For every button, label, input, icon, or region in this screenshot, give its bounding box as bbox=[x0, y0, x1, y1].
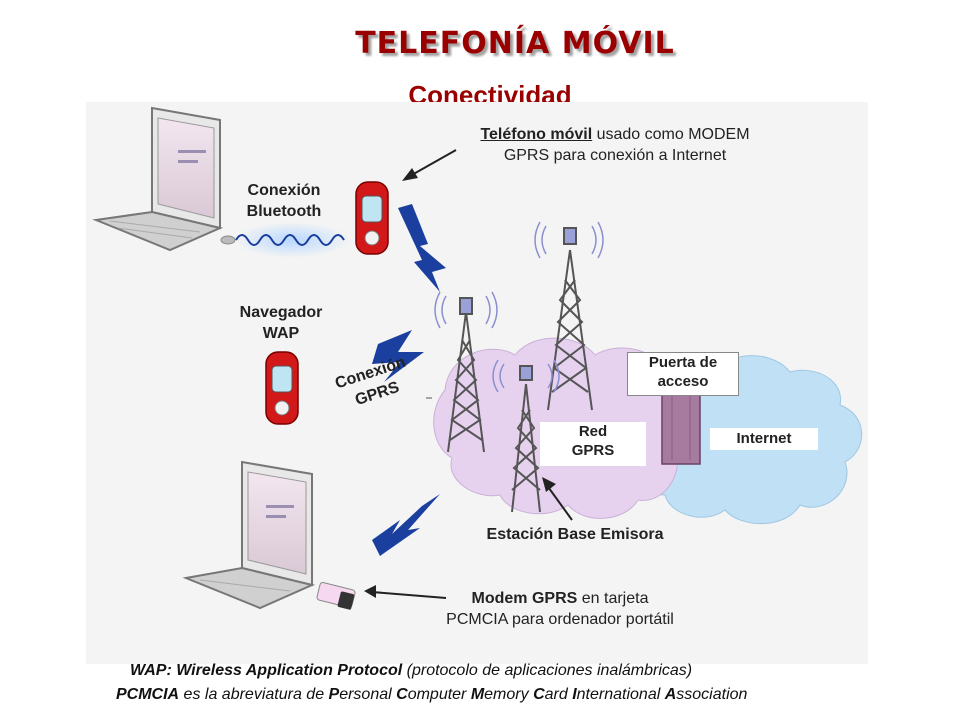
arrow-modem-card bbox=[364, 585, 447, 599]
tower-left bbox=[434, 291, 498, 453]
phone-modem-label: Teléfono móvil usado como MODEM GPRS par… bbox=[480, 126, 750, 164]
page-title: TELEFONÍA MÓVIL bbox=[355, 26, 675, 61]
tower-tall bbox=[534, 221, 604, 411]
modem-card-label: Modem GPRS en tarjeta PCMCIA para ordena… bbox=[446, 590, 674, 628]
tower-front bbox=[492, 359, 560, 513]
bluetooth-wave bbox=[234, 222, 350, 258]
base-station-label: Estación Base Emisora bbox=[486, 526, 664, 543]
laptop-top bbox=[92, 106, 236, 252]
phone-bluetooth bbox=[355, 181, 389, 255]
pcmcia-card bbox=[316, 582, 356, 610]
lightning-icon bbox=[372, 204, 446, 556]
footer-wap-note: WAP: Wireless Application Protocol (prot… bbox=[130, 662, 693, 679]
phone-wap bbox=[265, 351, 299, 425]
gateway-device bbox=[661, 391, 701, 465]
footer-pcmcia-note: PCMCIA es la abreviatura de Personal Com… bbox=[116, 686, 748, 703]
arrow-phone-modem bbox=[402, 149, 457, 181]
internet-box: Internet bbox=[710, 428, 818, 450]
laptop-bottom bbox=[182, 460, 316, 610]
arrow-base-station bbox=[542, 477, 573, 521]
